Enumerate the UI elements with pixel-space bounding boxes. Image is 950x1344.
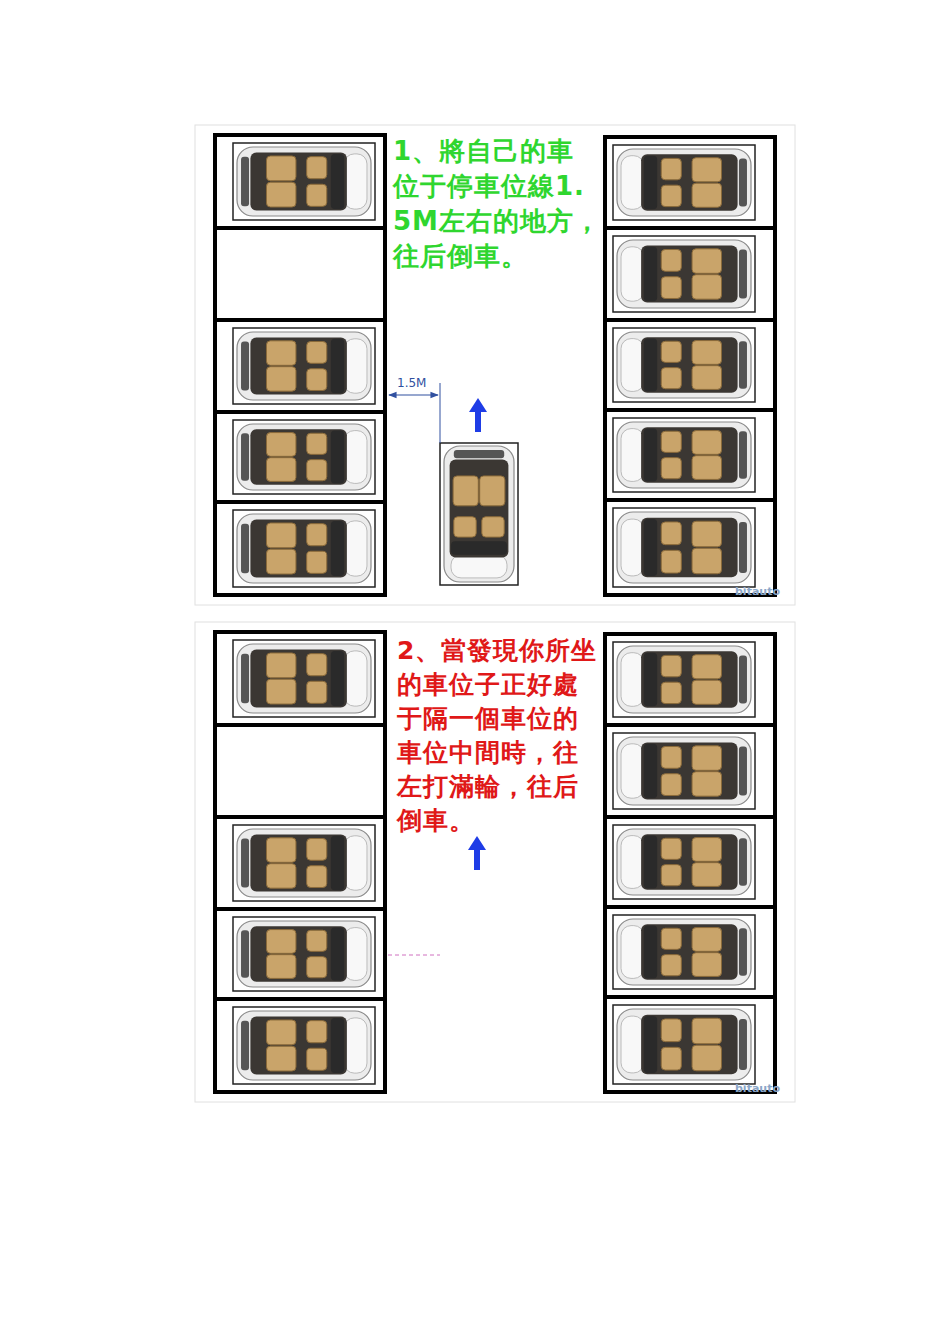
- car: [617, 240, 751, 308]
- car: [617, 332, 751, 398]
- watermark: bitauto: [735, 1083, 780, 1095]
- car: [617, 149, 751, 216]
- car: [617, 512, 751, 583]
- car: [617, 646, 751, 713]
- car: [237, 332, 371, 400]
- car: [617, 829, 751, 895]
- car: [237, 424, 371, 490]
- watermark: bitauto: [735, 586, 780, 598]
- car: [237, 921, 371, 987]
- car: [617, 422, 751, 488]
- car: [237, 147, 371, 216]
- dimension-label: 1.5M: [395, 376, 428, 390]
- car: [237, 514, 371, 583]
- car: [617, 919, 751, 985]
- parking-panel: [195, 622, 795, 1344]
- instruction-note: 1、將自己的車位于停車位線1.5M左右的地方，往后倒車。: [393, 134, 601, 274]
- instruction-note: 2、當發現你所坐的車位子正好處于隔一個車位的車位中間時，往左打滿輪，往后倒車。: [397, 634, 601, 838]
- car: [444, 446, 514, 582]
- parking-panel: [195, 125, 795, 605]
- car: [617, 737, 751, 805]
- car: [237, 829, 371, 897]
- car: [237, 644, 371, 713]
- car: [617, 1009, 751, 1080]
- car: [237, 1011, 371, 1080]
